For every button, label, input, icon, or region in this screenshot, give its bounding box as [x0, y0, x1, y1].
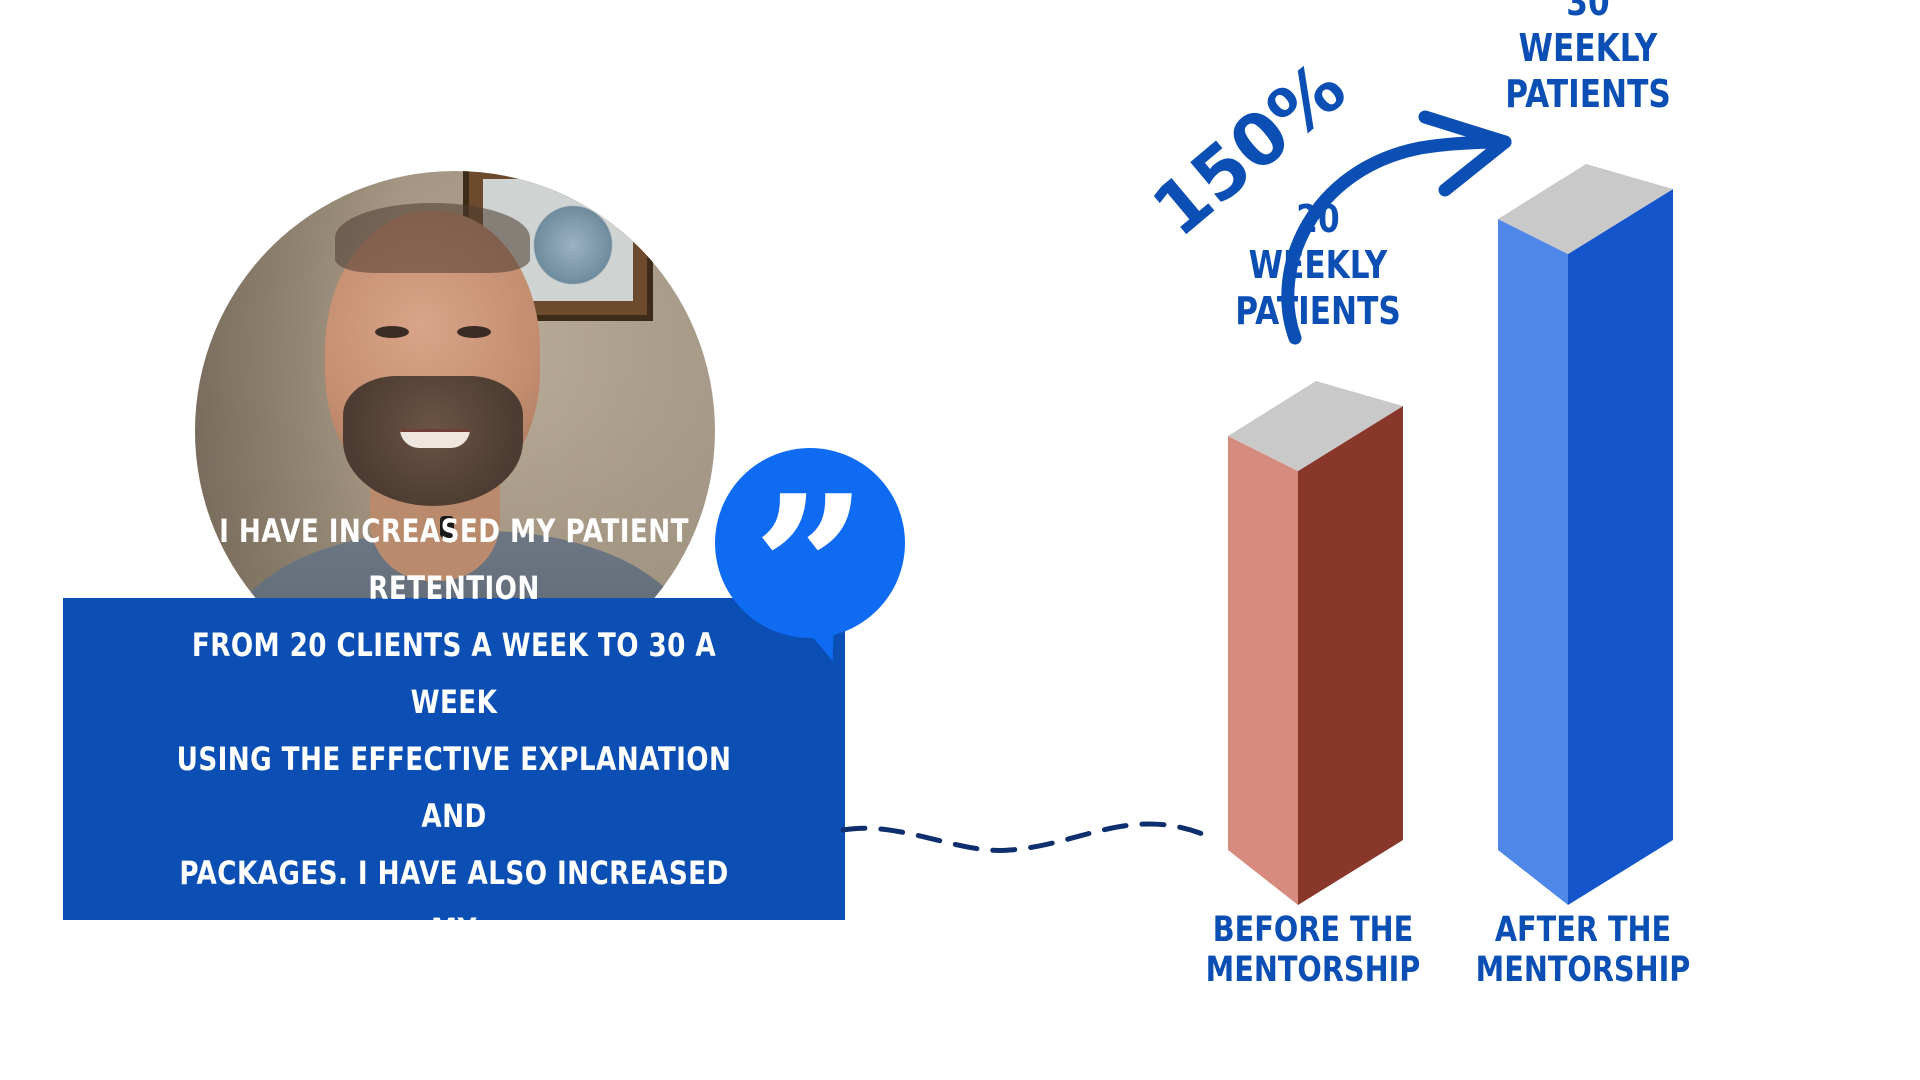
value-label-before: 20 WEEKLY PATIENTS: [1235, 197, 1401, 333]
photo-eye-right: [457, 326, 491, 338]
bar-after-front: [1498, 219, 1568, 905]
quote-bubble-icon: [715, 448, 905, 638]
value-label-after: 30 WEEKLY PATIENTS: [1505, 0, 1671, 116]
lapel-mic: [440, 516, 454, 538]
testimonial-quote-text: I have increased my patient retention fr…: [176, 511, 732, 1006]
photo-eye-left: [375, 326, 409, 338]
bars-layer: [1228, 164, 1673, 905]
testimonial-quote-box: I have increased my patient retention fr…: [63, 512, 845, 1006]
category-label-after: After The Mentorship: [1475, 910, 1691, 990]
bar-before-top: [1228, 381, 1403, 471]
photo-hair: [335, 203, 530, 273]
curved-arrow-icon: [1281, 135, 1512, 345]
bar-before-side: [1298, 406, 1403, 905]
bar-after-top: [1498, 164, 1673, 254]
picture-frame: [463, 171, 653, 321]
category-label-before: Before The Mentorship: [1205, 910, 1421, 990]
bar-before-front: [1228, 436, 1298, 905]
dashed-connector-line: [840, 821, 1208, 853]
arrow-head-icon: [1418, 110, 1512, 197]
bar-after-side: [1568, 189, 1673, 905]
photo-mouth: [400, 429, 470, 448]
